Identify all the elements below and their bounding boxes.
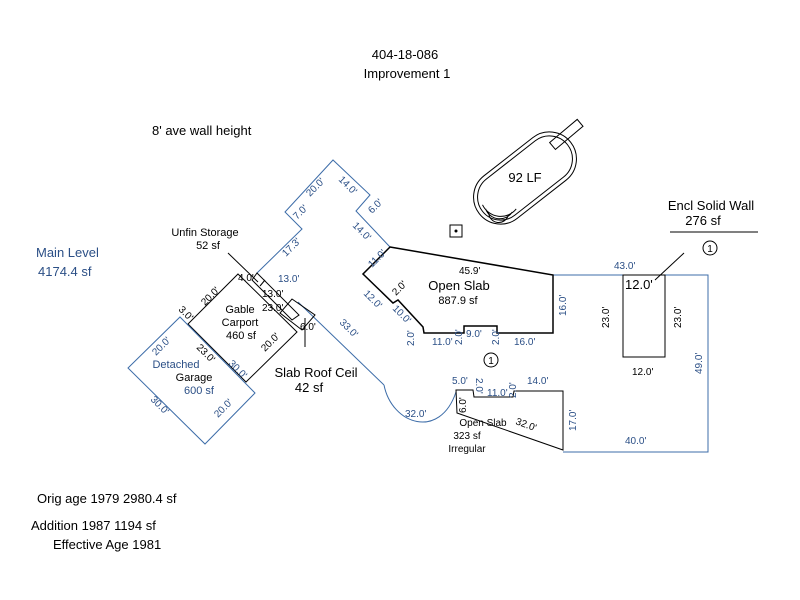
dim-label: 20.0' [150,335,173,358]
open-slab-2-note: Irregular [448,444,486,455]
dim-label: 2.0' [473,378,484,394]
circle-marker-icon: 1 [702,240,718,256]
dim-label: 12.0' [625,277,653,292]
wall-height-note: 8' ave wall height [152,123,252,138]
dim-label: 23.0' [673,307,684,328]
open-slab-1-label: Open Slab [428,278,489,293]
slab-roof-outline [279,298,316,331]
dim-label: 5.0' [452,376,468,387]
encl-wall-pointer [654,252,685,281]
dim-label: 30.0' [148,394,171,417]
unfin-storage-outline [251,272,300,321]
dim-label: 2.0' [406,330,417,346]
garage-label-1: Detached [152,359,199,371]
dim-label: 49.0' [694,353,705,374]
point-marker-dot [454,229,458,233]
dim-label: 14.0' [336,174,359,197]
open-slab-2-outline [455,389,564,451]
dim-label: 17.3' [280,236,303,259]
circle-marker-icon: 1 [483,352,499,368]
dim-label: 43.0' [614,261,635,272]
carport-label-2: Carport [222,317,259,329]
dim-label: 32.0' [514,416,538,434]
dim-label: 12.0' [632,367,653,378]
dim-label: 2.0' [508,382,519,398]
dim-label: 11.0' [487,388,508,399]
main-level-label: Main Level [36,245,99,260]
dim-label: 33.0' [337,317,360,340]
carport-area: 460 sf [226,330,257,342]
pool-shape [473,131,577,225]
dim-label: 16.0' [514,337,535,348]
dim-label: 2.0' [454,329,465,345]
carport-label-1: Gable [225,304,254,316]
dim-label: 2.0' [390,279,409,298]
parcel-number: 404-18-086 [372,47,439,62]
encl-wall-label: Encl Solid Wall [668,198,754,213]
dim-label: 23.0' [601,307,612,328]
encl-wall-outline [622,274,666,358]
dim-label: 4.0' [238,273,254,284]
dim-label: 30.0' [226,358,249,381]
dim-label: 23.0' [262,303,283,314]
dim-label: 16.0' [558,295,569,316]
pool-label: 92 LF [508,170,541,185]
dim-label: 14.0' [350,220,373,243]
improvement-title: Improvement 1 [364,66,451,81]
dim-label: 17.0' [568,410,579,431]
dim-label: 32.0' [405,409,426,420]
dim-label: 20.0' [199,285,222,308]
unfin-storage-area: 52 sf [196,240,221,252]
dim-label: 20.0' [259,331,282,354]
dim-label: 6.0' [458,397,469,413]
dim-label: 7.0' [291,203,310,222]
storage-pointer [227,252,259,283]
dim-label: 14.0' [527,376,548,387]
garage-label-2: Garage [176,372,213,384]
point-marker-icon [449,224,463,238]
dim-label: 11.0' [432,337,453,348]
unfin-storage-label: Unfin Storage [171,227,238,239]
marker-number: 1 [707,244,713,255]
main-level-outline [256,159,391,274]
slab-roof-label: Slab Roof Ceil [274,365,357,380]
dim-label: 13.0' [262,289,283,300]
effective-age-note: Effective Age 1981 [53,537,161,552]
orig-age-note: Orig age 1979 2980.4 sf [37,491,177,506]
dim-label: 13.0' [278,274,299,285]
main-level-area: 4174.4 sf [38,264,92,279]
encl-wall-area: 276 sf [685,213,721,228]
garage-outline [127,316,256,445]
dim-label: 20.0' [304,176,327,199]
dim-label: 6.0' [300,322,316,333]
dim-label: 45.9' [459,266,480,277]
carport-outline [187,273,298,383]
slab-roof-area: 42 sf [295,380,324,395]
dim-label: 2.0' [491,329,502,345]
main-level-arc [383,384,457,423]
dim-label: 6.0' [366,197,385,216]
addition-note: Addition 1987 1194 sf [31,518,156,533]
diving-board [548,118,584,151]
dim-label: 9.0' [466,329,482,340]
garage-area: 600 sf [184,385,215,397]
open-slab-2-label: Open Slab [459,418,507,429]
storage-divider [259,279,266,287]
main-level-outline-lower [297,301,385,386]
dim-label: 10.0' [390,303,413,326]
open-slab-1-outline [361,246,554,334]
dim-label: 40.0' [625,436,646,447]
open-slab-1-area: 887.9 sf [438,295,478,307]
marker-number: 1 [488,356,494,367]
open-slab-2-area: 323 sf [453,431,480,442]
